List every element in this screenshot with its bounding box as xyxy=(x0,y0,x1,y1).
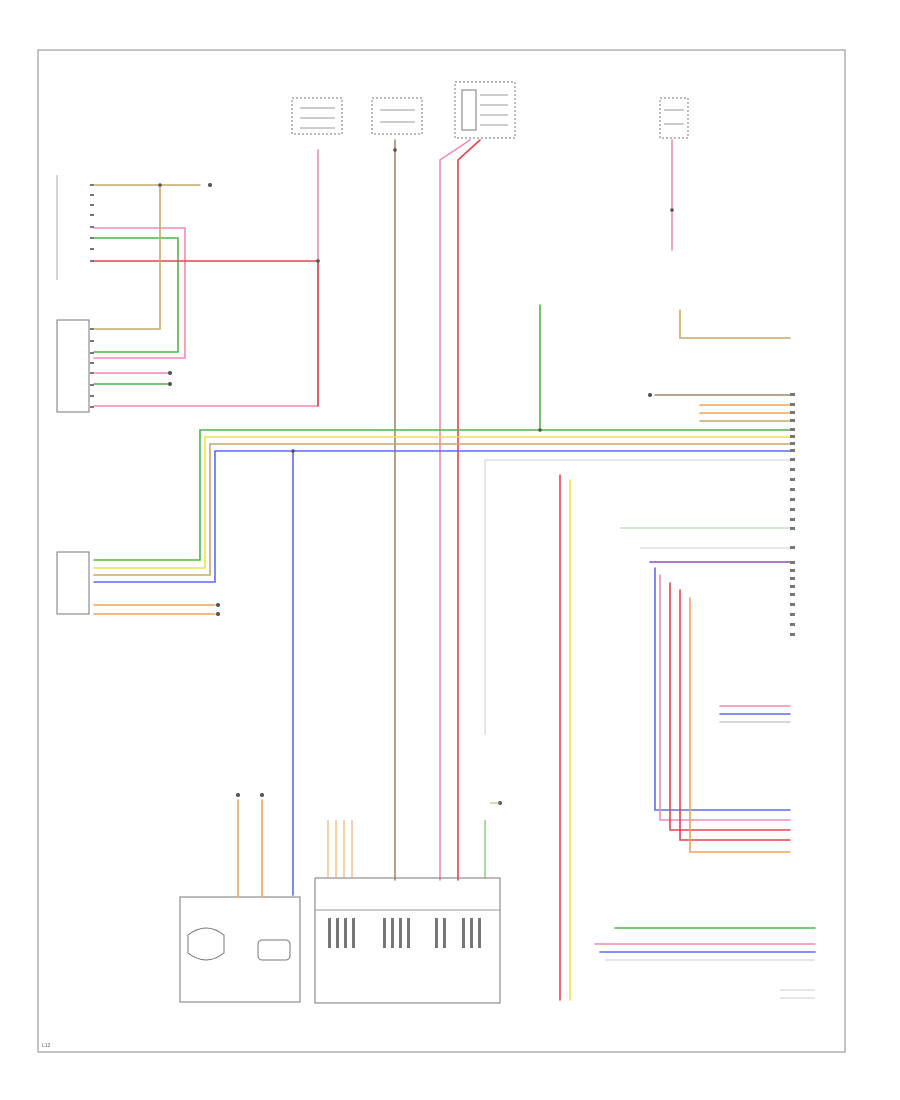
left-module-wires xyxy=(93,149,319,407)
top-fuse-block-2 xyxy=(371,97,423,135)
bottom-left-sensor-box xyxy=(179,793,301,1003)
footer-code: L12 xyxy=(42,1043,51,1049)
right-connector-pins xyxy=(790,393,795,636)
left-lower-module xyxy=(56,551,220,616)
right-lower-wires xyxy=(594,927,816,999)
left-upper-module xyxy=(56,175,94,413)
right-connector-wires xyxy=(484,394,791,1001)
bottom-center-control-module xyxy=(314,801,502,1004)
top-fuse-block-1 xyxy=(291,97,343,135)
bus-wires xyxy=(93,429,791,896)
top-relay-block-3 xyxy=(454,81,516,139)
top-fuse-block-4 xyxy=(659,97,689,139)
splice-points xyxy=(158,148,674,453)
vertical-trunk-wires xyxy=(394,139,791,881)
diagram-frame xyxy=(37,49,846,1053)
